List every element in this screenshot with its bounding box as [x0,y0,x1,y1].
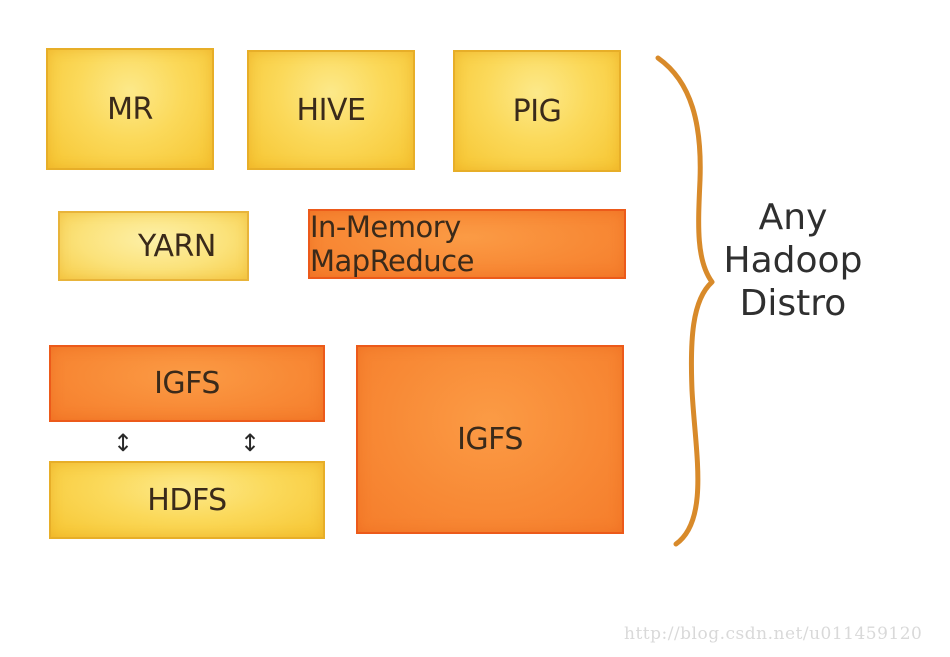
hdfs-label: HDFS [147,482,227,518]
yarn-label: YARN [138,228,216,264]
double-arrow-icon: ↕ [240,429,261,457]
igfs-right-block: IGFS [356,345,624,534]
hive-label: HIVE [296,92,366,128]
igfs-left-block: IGFS [49,345,325,422]
curly-brace-icon [655,55,715,547]
pig-label: PIG [512,93,562,129]
igfs-left-label: IGFS [154,366,220,401]
watermark: http://blog.csdn.net/u011459120 [624,624,923,644]
double-arrow-icon: ↕ [113,429,134,457]
mr-label: MR [107,91,153,127]
brace-label-line-3: Distro [739,283,847,324]
brace-label-line-2: Hadoop [723,240,863,281]
hdfs-block: HDFS [49,461,325,539]
hive-block: HIVE [247,50,415,170]
any-hadoop-distro-label: Any Hadoop Distro [708,196,878,325]
brace-label-line-1: Any [758,197,828,238]
mr-block: MR [46,48,214,170]
pig-block: PIG [453,50,621,172]
igfs-right-label: IGFS [457,422,523,457]
in-memory-mapreduce-label: In-Memory MapReduce [310,210,474,278]
yarn-block: YARN [58,211,249,281]
in-memory-mapreduce-block: In-Memory MapReduce [308,209,626,279]
